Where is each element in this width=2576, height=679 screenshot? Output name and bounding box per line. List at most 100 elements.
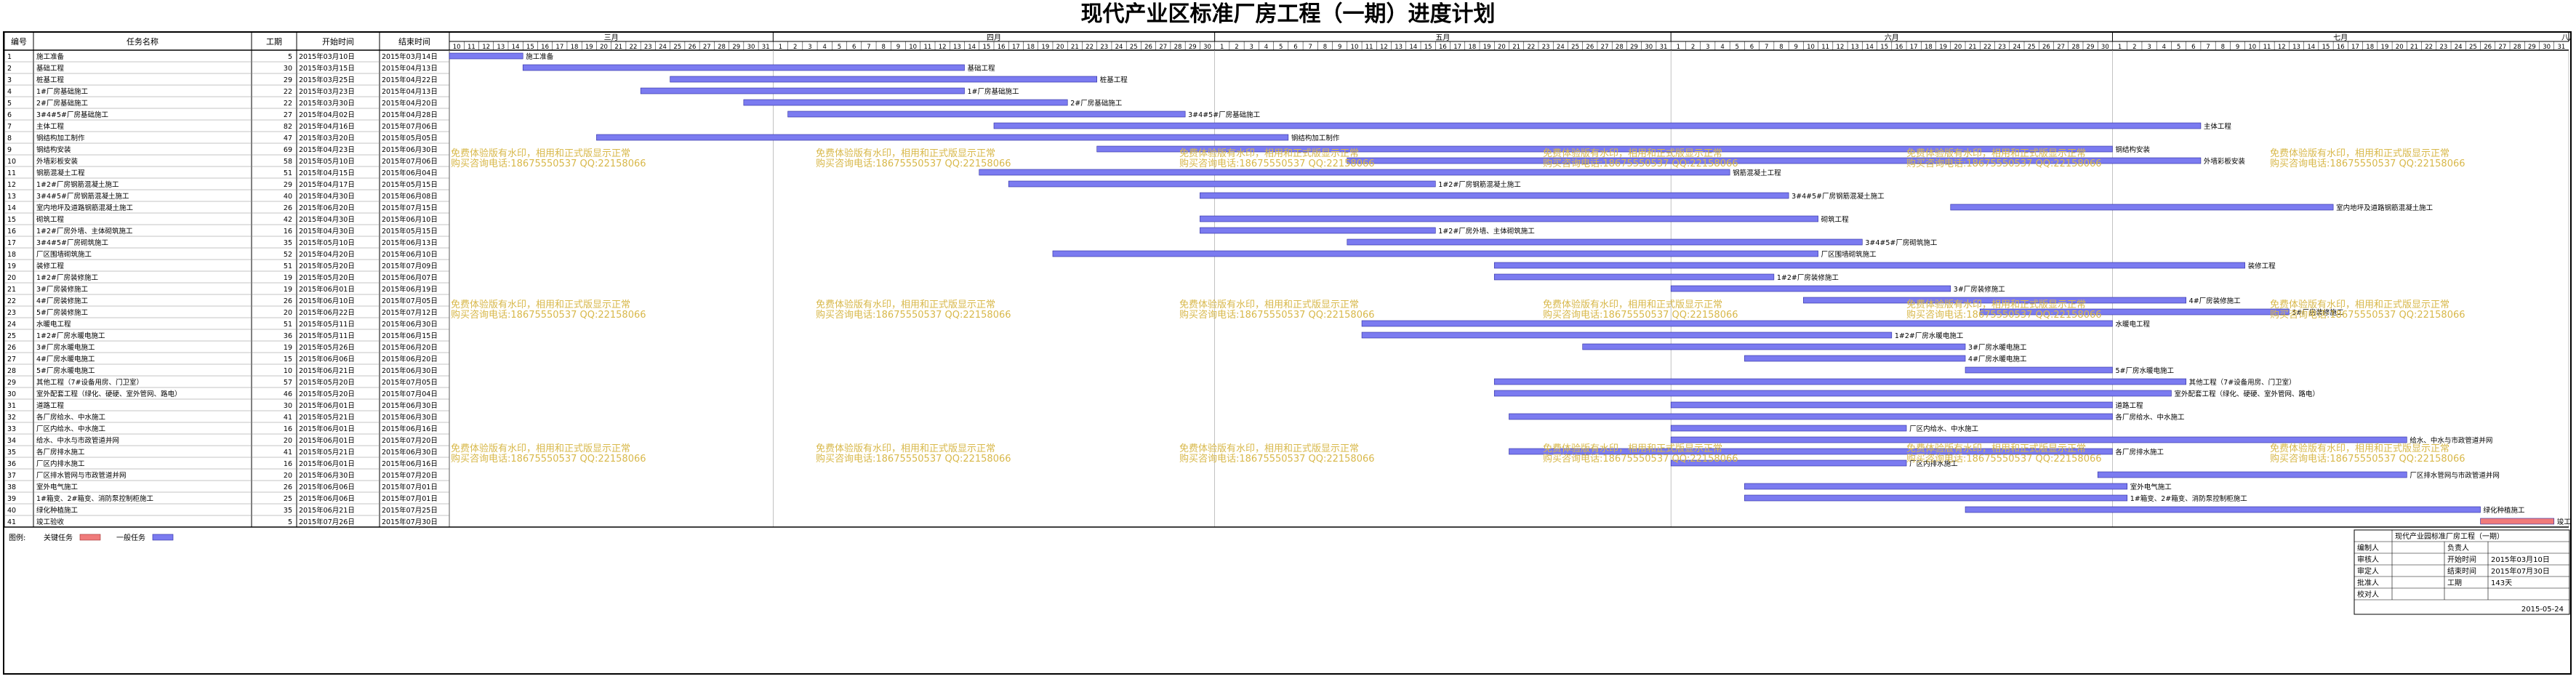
task-bar: [1950, 204, 2334, 211]
task-start: 2015年05月11日: [299, 320, 355, 329]
task-bar-label: 5#厂房水暖电施工: [2115, 366, 2174, 375]
day-label: 16: [2337, 44, 2345, 51]
day-label: 14: [2307, 44, 2315, 51]
day-label: 25: [2469, 44, 2477, 51]
day-label: 28: [2513, 44, 2521, 51]
task-bar-label: 3#厂房水暖电施工: [1968, 343, 2027, 352]
task-duration: 30: [284, 65, 292, 73]
day-label: 28: [2071, 44, 2079, 51]
task-bar-label: 4#厂房装修施工: [2189, 297, 2242, 305]
task-start: 2015年04月15日: [299, 169, 355, 177]
task-end: 2015年03月14日: [382, 52, 438, 61]
legend-critical-label: 关键任务: [44, 533, 73, 542]
task-bar-label: 外墙彩板安装: [2204, 157, 2246, 166]
watermark-line: 免费体验版有水印，相用和正式版显示正常: [1179, 148, 1359, 159]
task-bar-label: 1#2#厂房装修施工: [1777, 273, 1839, 282]
watermark-line: 购买咨询电话:18675550537 QQ:22158066: [451, 453, 646, 465]
task-duration: 20: [284, 437, 292, 445]
task-name: 1#2#厂房装修施工: [36, 273, 99, 282]
task-end: 2015年06月04日: [382, 169, 438, 177]
task-name: 绿化种植施工: [36, 506, 79, 515]
task-bar-label: 3#厂房装修施工: [1954, 285, 2006, 294]
task-duration: 42: [284, 216, 292, 224]
gantt-chart: 编号任务名称工期开始时间结束时间三月四月五月六月七月八月101112131415…: [4, 33, 2570, 615]
task-end: 2015年06月16日: [382, 459, 438, 468]
task-bar-label: 基础工程: [968, 64, 996, 73]
task-bar: [2097, 471, 2407, 478]
task-end: 2015年07月15日: [382, 204, 438, 212]
task-start: 2015年05月26日: [299, 343, 355, 352]
info-box: [2354, 529, 2570, 615]
watermark-line: 免费体验版有水印，相用和正式版显示正常: [451, 443, 630, 454]
watermark-line: 免费体验版有水印，相用和正式版显示正常: [451, 299, 630, 310]
task-end: 2015年05月15日: [382, 180, 438, 189]
watermark-line: 购买咨询电话:18675550537 QQ:22158066: [2270, 309, 2465, 321]
task-name: 厂区内排水施工: [36, 459, 85, 468]
task-bar: [2480, 518, 2555, 525]
task-duration: 36: [284, 332, 292, 340]
day-label: 23: [1542, 44, 1550, 51]
day-label: 21: [1512, 44, 1520, 51]
task-duration: 20: [284, 309, 292, 317]
task-end: 2015年07月20日: [382, 471, 438, 480]
day-label: 26: [689, 44, 697, 51]
task-name: 1#2#厂房钢筋混凝土施工: [36, 180, 119, 189]
task-duration: 40: [284, 193, 292, 201]
day-label: 19: [1041, 44, 1049, 51]
task-name: 室内地坪及道路钢筋混凝土施工: [36, 204, 134, 212]
day-label: 5: [1736, 44, 1739, 51]
task-duration: 5: [288, 53, 292, 61]
header-end: 结束时间: [398, 37, 430, 47]
task-bar: [449, 52, 523, 60]
task-start: 2015年07月26日: [299, 518, 355, 526]
task-name: 主体工程: [36, 122, 65, 131]
day-label: 24: [659, 44, 667, 51]
info-value: 143天: [2491, 579, 2512, 587]
watermark-line: 购买咨询电话:18675550537 QQ:22158066: [1906, 453, 2102, 465]
day-label: 30: [1645, 44, 1653, 51]
task-duration: 51: [284, 262, 292, 270]
task-start: 2015年06月06日: [299, 355, 355, 363]
day-label: 6: [1750, 44, 1754, 51]
task-id: 5: [7, 100, 12, 108]
info-key: 开始时间: [2447, 555, 2476, 564]
task-bar-label: 竣工验收: [2557, 518, 2570, 526]
task-name: 3#4#5#厂房砌筑施工: [36, 238, 109, 247]
task-name: 各厂房给水、中水施工: [36, 413, 106, 422]
task-start: 2015年04月30日: [299, 227, 355, 236]
watermark-line: 免费体验版有水印，相用和正式版显示正常: [1179, 299, 1359, 310]
task-duration: 52: [284, 251, 292, 259]
task-duration: 30: [284, 402, 292, 410]
watermark-line: 免费体验版有水印，相用和正式版显示正常: [816, 148, 995, 159]
day-label: 12: [1380, 44, 1388, 51]
task-end: 2015年04月28日: [382, 111, 438, 119]
day-label: 12: [1837, 44, 1845, 51]
task-end: 2015年06月30日: [382, 145, 438, 154]
task-bar: [1744, 355, 1966, 362]
day-label: 11: [1365, 44, 1373, 51]
legend-critical-swatch: [79, 534, 101, 541]
task-end: 2015年07月25日: [382, 506, 438, 515]
task-bar-label: 1#2#厂房钢筋混凝土施工: [1438, 180, 1521, 189]
watermark-line: 购买咨询电话:18675550537 QQ:22158066: [1906, 309, 2102, 321]
task-duration: 41: [284, 414, 292, 422]
task-start: 2015年05月21日: [299, 448, 355, 457]
task-bar-label: 其他工程（7#设备用房、门卫室）: [2189, 378, 2296, 387]
task-bar: [1493, 390, 2172, 397]
task-id: 9: [7, 146, 12, 154]
day-label: 20: [1498, 44, 1506, 51]
day-label: 26: [2484, 44, 2492, 51]
task-end: 2015年04月20日: [382, 99, 438, 108]
watermark-line: 购买咨询电话:18675550537 QQ:22158066: [2270, 453, 2465, 465]
day-label: 24: [1557, 44, 1565, 51]
day-label: 30: [1203, 44, 1211, 51]
task-bar: [1803, 297, 2186, 304]
day-label: 23: [644, 44, 652, 51]
task-start: 2015年06月22日: [299, 308, 355, 317]
day-label: 6: [1293, 44, 1297, 51]
task-end: 2015年06月30日: [382, 448, 438, 457]
legend-normal-swatch: [152, 534, 174, 541]
task-id: 7: [7, 123, 12, 131]
task-bar: [1493, 378, 2186, 385]
task-bar-label: 钢结构安装: [2115, 145, 2150, 154]
